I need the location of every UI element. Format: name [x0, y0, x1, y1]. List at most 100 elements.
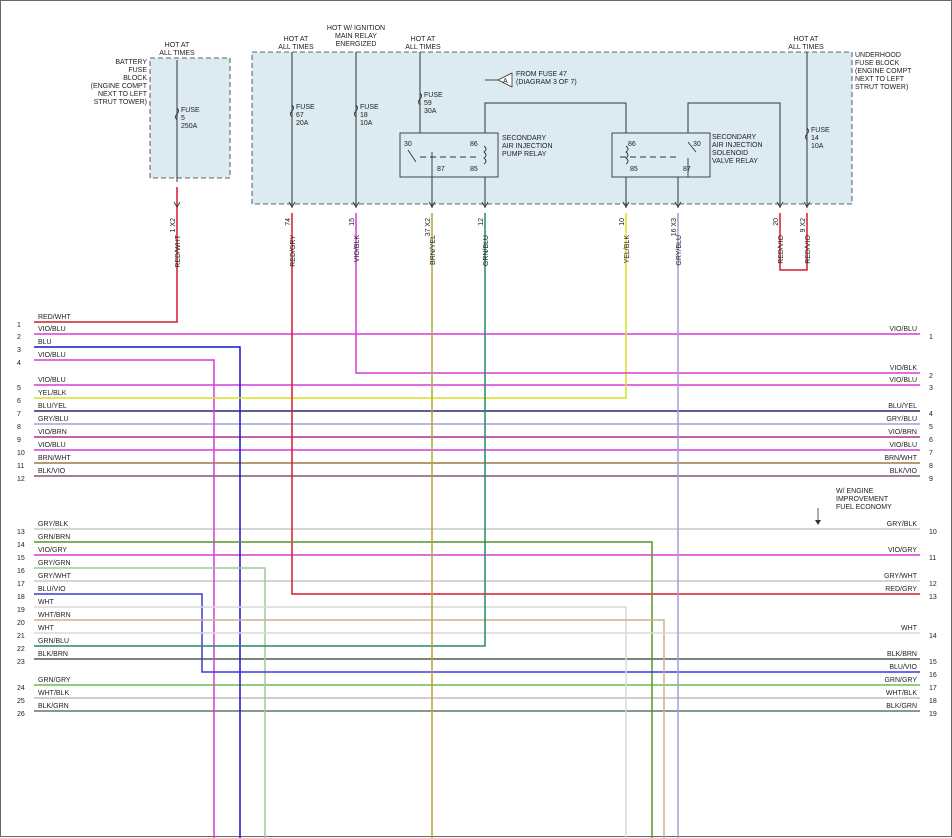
- relay-pin-pump: 87: [437, 166, 445, 173]
- connector-chevron-icon: [352, 201, 360, 208]
- left-wire-label: BLU: [38, 339, 52, 346]
- underhood-block-label: UNDERHOOD: [855, 52, 901, 59]
- vertical-wire-label: RED/WHT: [175, 234, 182, 267]
- right-row-number: 10: [929, 529, 937, 536]
- right-row-number: 11: [929, 555, 936, 562]
- left-wire-label: VIO/BLU: [38, 442, 66, 449]
- from-fuse-arrow-icon: [497, 72, 513, 88]
- left-row-number: 21: [17, 633, 25, 640]
- left-wire-label: BLK/BRN: [38, 651, 68, 658]
- battery-hot-label: ALL TIMES: [159, 50, 195, 57]
- left-row-number: 26: [17, 711, 25, 718]
- left-row-number: 17: [17, 581, 25, 588]
- right-wire-label: RED/GRY: [885, 586, 917, 593]
- right-wire-label: VIO/BLU: [889, 326, 917, 333]
- connector-pin: 20: [773, 218, 780, 226]
- left-wire-label: VIO/GRY: [38, 547, 67, 554]
- right-wire-label: GRN/GRY: [884, 677, 917, 684]
- left-wire-label: WHT/BLK: [38, 690, 69, 697]
- left-wire-label: BRN/WHT: [38, 455, 71, 462]
- fuse-label-fuse59: 59: [424, 100, 432, 107]
- fuse-label-fuse18: FUSE: [360, 104, 379, 111]
- fuse18-hot-label: HOT W/ IGNITION: [327, 25, 385, 32]
- fuse14-hot-label: HOT AT: [794, 36, 819, 43]
- engine-note-label: IMPROVEMENT: [836, 496, 889, 503]
- fuse18-hot-label: ENERGIZED: [336, 41, 377, 48]
- right-row-number: 16: [929, 672, 937, 679]
- fuse-label-fuse5: 5: [181, 115, 185, 122]
- relay-pin-pump: 85: [470, 166, 478, 173]
- left-row-number: 1: [17, 322, 21, 329]
- relay-name-solenoid: SECONDARY: [712, 134, 757, 141]
- left-row-number: 14: [17, 542, 25, 549]
- fuse14-hot-label: ALL TIMES: [788, 44, 824, 51]
- right-row-number: 3: [929, 385, 933, 392]
- fuse-label-fuse14: 14: [811, 135, 819, 142]
- fuse-label-fuse67: 20A: [296, 120, 309, 127]
- battery-fuse-block: [149, 57, 231, 179]
- connector-chevron-icon: [481, 201, 489, 208]
- wire-gry-grn: [34, 567, 266, 838]
- connector-chevron-icon: [622, 201, 630, 208]
- right-wire-label: BLU/YEL: [888, 403, 917, 410]
- right-wire-label: VIO/BLK: [890, 365, 918, 372]
- right-row-number: 17: [929, 685, 937, 692]
- vertical-wire-label: GRY/BLU: [676, 235, 683, 266]
- left-row-number: 12: [17, 476, 25, 483]
- relay-name-solenoid: AIR INJECTION: [712, 142, 763, 149]
- wire-wht-brn: [34, 619, 665, 838]
- left-row-number: 8: [17, 424, 21, 431]
- fuse-label-fuse67: FUSE: [296, 104, 315, 111]
- left-row-number: 5: [17, 385, 21, 392]
- wire-red-wht: [34, 187, 178, 323]
- right-wire-label: VIO/BLU: [889, 377, 917, 384]
- right-wire-label: WHT/BLK: [886, 690, 917, 697]
- left-row-number: 19: [17, 607, 25, 614]
- fuse59-hot-label: ALL TIMES: [405, 44, 441, 51]
- left-row-number: 11: [17, 463, 24, 470]
- relay-pin-solenoid: 85: [630, 166, 638, 173]
- fuse-label-fuse18: 18: [360, 112, 368, 119]
- wire-vio-blu-down: [34, 359, 215, 838]
- right-row-number: 9: [929, 476, 933, 483]
- vertical-wire-label: RED/GRY: [290, 235, 297, 267]
- battery-block-label: STRUT TOWER): [94, 99, 147, 106]
- fuse67-hot-label: HOT AT: [284, 36, 309, 43]
- left-row-number: 22: [17, 646, 25, 653]
- left-wire-label: GRN/GRY: [38, 677, 71, 684]
- connector-pin: 12: [478, 218, 485, 226]
- left-row-number: 7: [17, 411, 21, 418]
- right-wire-label: VIO/BRN: [888, 429, 917, 436]
- left-row-number: 16: [17, 568, 25, 575]
- left-row-number: 23: [17, 659, 25, 666]
- connector-pin: 1 X2: [170, 218, 177, 233]
- right-row-number: 18: [929, 698, 937, 705]
- left-wire-label: BLK/GRN: [38, 703, 69, 710]
- engine-note-label: W/ ENGINE: [836, 488, 874, 495]
- relay-name-pump: AIR INJECTION: [502, 143, 553, 150]
- battery-block-label: BATTERY: [115, 59, 147, 66]
- left-wire-label: GRY/WHT: [38, 573, 72, 580]
- right-wire-label: BLK/VIO: [890, 468, 918, 475]
- right-wire-label: BRN/WHT: [884, 455, 917, 462]
- left-wire-label: VIO/BLU: [38, 352, 66, 359]
- left-row-number: 3: [17, 347, 21, 354]
- right-wire-label: WHT: [901, 625, 918, 632]
- connector-chevron-icon: [428, 201, 436, 208]
- battery-block-label: FUSE: [128, 67, 147, 74]
- connector-pin: 37 X2: [425, 218, 432, 236]
- right-wire-label: GRY/WHT: [884, 573, 918, 580]
- connector-chevron-icon: [173, 201, 181, 208]
- right-row-number: 6: [929, 437, 933, 444]
- right-row-number: 5: [929, 424, 933, 431]
- right-row-number: 12: [929, 581, 937, 588]
- left-row-number: 4: [17, 360, 21, 367]
- fuse-label-fuse67: 67: [296, 112, 304, 119]
- left-wire-label: GRY/GRN: [38, 560, 71, 567]
- connector-pin: 15: [349, 218, 356, 226]
- engine-note-label: FUEL ECONOMY: [836, 504, 892, 511]
- connector-chevron-icon: [803, 201, 811, 208]
- relay-pin-pump: 30: [404, 141, 412, 148]
